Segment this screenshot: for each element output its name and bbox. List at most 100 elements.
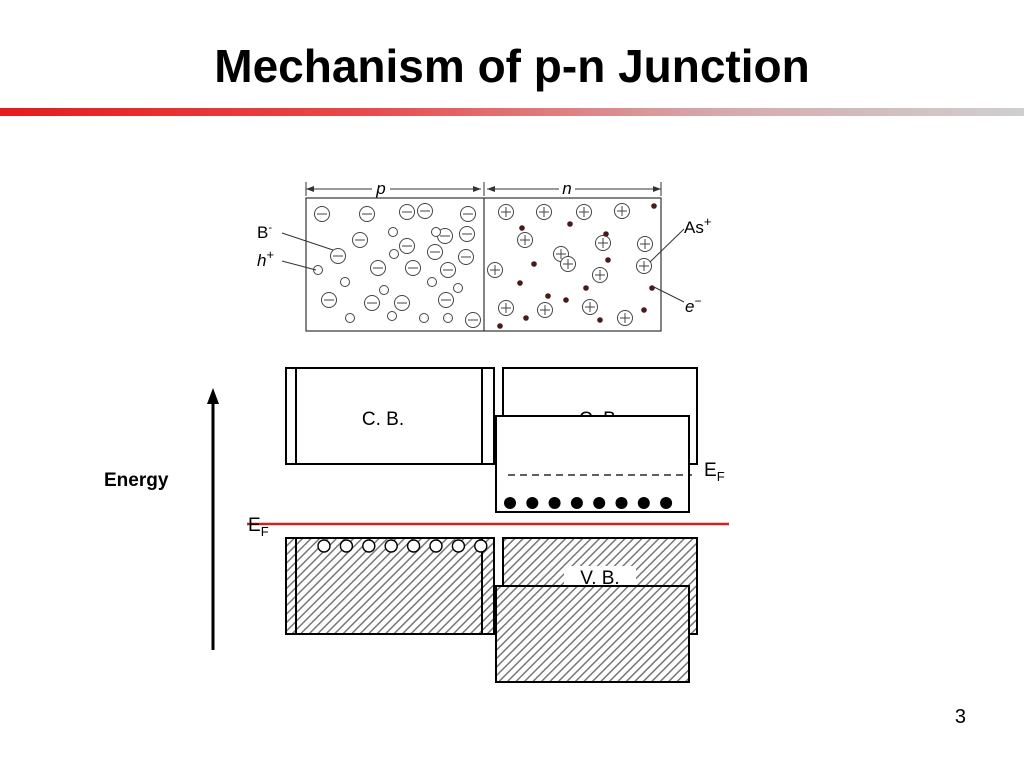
acceptor-ion-icon xyxy=(399,238,415,254)
acceptor-ion-icon xyxy=(405,260,421,276)
acceptor-ion-icon xyxy=(399,204,415,220)
hole-marker xyxy=(387,311,397,321)
donor-ion-icon xyxy=(576,204,592,220)
hole-marker xyxy=(389,249,399,259)
electron-carrier xyxy=(660,497,673,509)
hole-carrier xyxy=(451,539,466,553)
donor-ion-icon xyxy=(582,299,598,315)
boron-ion-label: B- xyxy=(257,222,272,242)
acceptor-ion-icon xyxy=(465,312,481,328)
p-region-particles xyxy=(313,203,481,328)
band-diagram: Energy C. B. C. B. V. B. EF EF xyxy=(104,367,729,683)
electron-dot xyxy=(545,293,551,299)
electron-dot xyxy=(531,261,537,267)
acceptor-ion-icon xyxy=(440,262,456,278)
title-underline-bar xyxy=(0,108,1024,116)
p-conduction-band xyxy=(295,367,483,465)
electron-dot xyxy=(641,307,647,313)
acceptor-ion-icon xyxy=(359,206,375,222)
hole-carrier xyxy=(474,539,488,553)
page-number: 3 xyxy=(954,706,966,728)
p-conduction-band-label: C. B. xyxy=(362,409,404,430)
acceptor-ion-icon xyxy=(364,295,380,311)
electron-carrier xyxy=(615,497,628,509)
p-valence-band xyxy=(295,537,483,635)
hole-marker xyxy=(379,285,389,295)
donor-ion-icon xyxy=(636,258,652,274)
donor-ion-icon xyxy=(487,262,503,278)
electron-carrier xyxy=(504,497,516,509)
donor-ion-icon xyxy=(595,235,611,251)
acceptor-ion-icon xyxy=(394,295,410,311)
donor-ion-icon xyxy=(536,204,552,220)
donor-ion-icon xyxy=(498,300,514,316)
hole-carrier xyxy=(384,539,398,553)
p-fermi-level-label: EF xyxy=(248,515,269,539)
p-region-label: p xyxy=(375,179,385,198)
hole-marker xyxy=(431,227,441,237)
hole-carrier xyxy=(429,539,443,553)
acceptor-ion-icon xyxy=(330,248,346,264)
electron-carrier xyxy=(548,497,561,509)
hole-carrier xyxy=(317,539,331,553)
acceptor-ion-icon xyxy=(458,249,474,265)
electron-dot xyxy=(567,221,573,227)
hole-marker xyxy=(313,265,323,275)
energy-label: Energy xyxy=(104,470,169,491)
hole-marker xyxy=(443,313,453,323)
electron-dot xyxy=(519,225,525,231)
donor-ion-icon xyxy=(517,232,533,248)
electron-pointer xyxy=(651,285,685,303)
n-region-particles xyxy=(487,203,657,329)
electron-dot xyxy=(597,317,603,323)
acceptor-ion-icon xyxy=(370,260,386,276)
electron-dot xyxy=(523,315,529,321)
electron-carrier xyxy=(637,497,650,509)
donor-ion-icon xyxy=(637,236,653,252)
electron-dot xyxy=(563,297,569,303)
acceptor-ion-icon xyxy=(459,226,475,242)
donor-ion-icon xyxy=(560,256,576,272)
n-region-label: n xyxy=(562,179,571,198)
vb-label-backdrop xyxy=(564,566,636,586)
n-valence-band-shifted xyxy=(495,585,690,683)
n-valence-band-label: V. B. xyxy=(580,568,619,589)
acceptor-ion-icon xyxy=(321,292,337,308)
donor-ion-icon xyxy=(498,204,514,220)
electron-dot xyxy=(603,231,609,237)
acceptor-ion-icon xyxy=(352,232,368,248)
slide-title: Mechanism of p-n Junction xyxy=(214,40,810,92)
electron-dot xyxy=(605,257,611,263)
n-conduction-band-shifted xyxy=(495,415,690,513)
donor-ion-icon xyxy=(537,302,553,318)
electron-dot xyxy=(583,285,589,291)
electron-carrier xyxy=(570,497,583,509)
electron-carrier xyxy=(526,497,539,509)
hole-marker xyxy=(340,277,350,287)
electron-dot xyxy=(517,280,523,286)
hole-carrier xyxy=(362,539,376,553)
hole-pointer xyxy=(281,260,317,271)
acceptor-ion-icon xyxy=(417,203,433,219)
hole-marker xyxy=(419,313,429,323)
acceptor-ion-icon xyxy=(314,206,330,222)
hole-label: h+ xyxy=(257,247,274,270)
electron-dot xyxy=(651,203,657,209)
electron-carrier xyxy=(593,497,606,509)
acceptor-ion-icon xyxy=(460,206,476,222)
valence-holes xyxy=(317,539,488,553)
donor-ion-icon xyxy=(592,267,608,283)
hole-marker xyxy=(345,313,355,323)
donor-ion-icon xyxy=(617,310,633,326)
acceptor-ion-icon xyxy=(438,292,454,308)
junction-figure: p n B- h+ As+ e− xyxy=(257,179,711,332)
hole-marker xyxy=(453,283,463,293)
hole-carrier xyxy=(406,539,421,553)
boron-pointer xyxy=(281,232,334,251)
donor-ion-icon xyxy=(614,203,630,219)
n-fermi-level-label: EF xyxy=(704,460,725,484)
hole-marker xyxy=(388,227,398,237)
energy-axis-arrowhead xyxy=(207,388,219,404)
acceptor-ion-icon xyxy=(427,244,443,260)
